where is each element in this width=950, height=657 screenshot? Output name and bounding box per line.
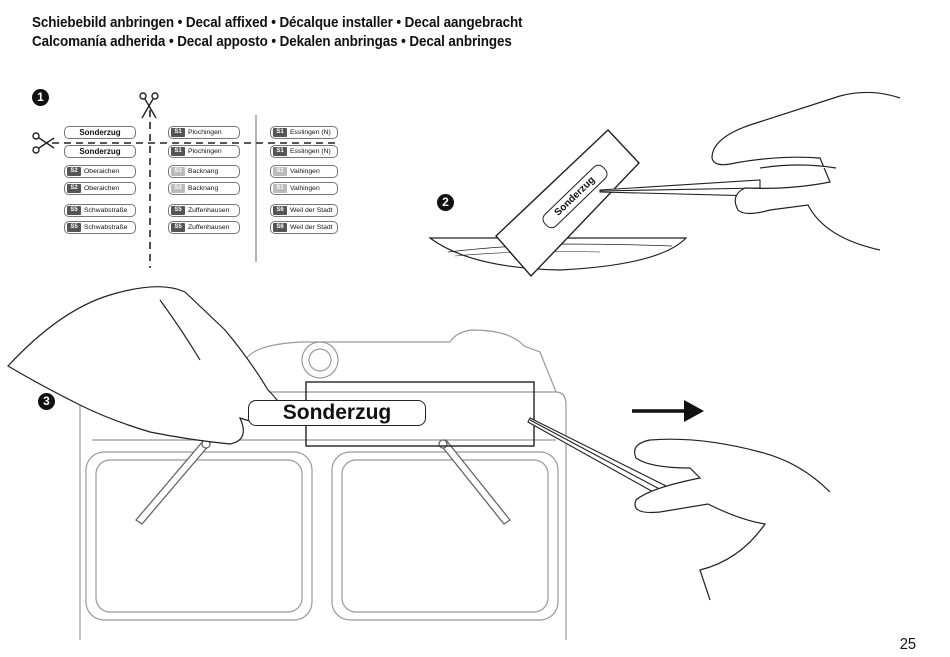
sheet-cell: Sonderzug (64, 145, 136, 158)
scissors-icon-side (32, 132, 55, 154)
step-3-marker: 3 (38, 393, 55, 410)
arrow-right-icon (632, 400, 704, 422)
hand-step3-left (7, 286, 285, 445)
scissors-icon (139, 92, 159, 119)
sheet-cell: Sonderzug (64, 126, 136, 139)
step-1-marker: 1 (32, 89, 49, 106)
page-title: Schiebebild anbringen • Decal affixed • … (32, 14, 523, 52)
title-line-1: Schiebebild anbringen • Decal affixed • … (32, 15, 523, 31)
decal-label-step3: Sonderzug (248, 400, 426, 426)
hand-step2 (711, 91, 901, 251)
step-2-marker: 2 (437, 194, 454, 211)
tweezers-step2 (599, 179, 761, 197)
cut-lines (52, 110, 337, 268)
hand-step3-right (634, 438, 831, 601)
page-number: 25 (899, 636, 917, 653)
title-line-2: Calcomanía adherida • Decal apposto • De… (32, 34, 512, 50)
